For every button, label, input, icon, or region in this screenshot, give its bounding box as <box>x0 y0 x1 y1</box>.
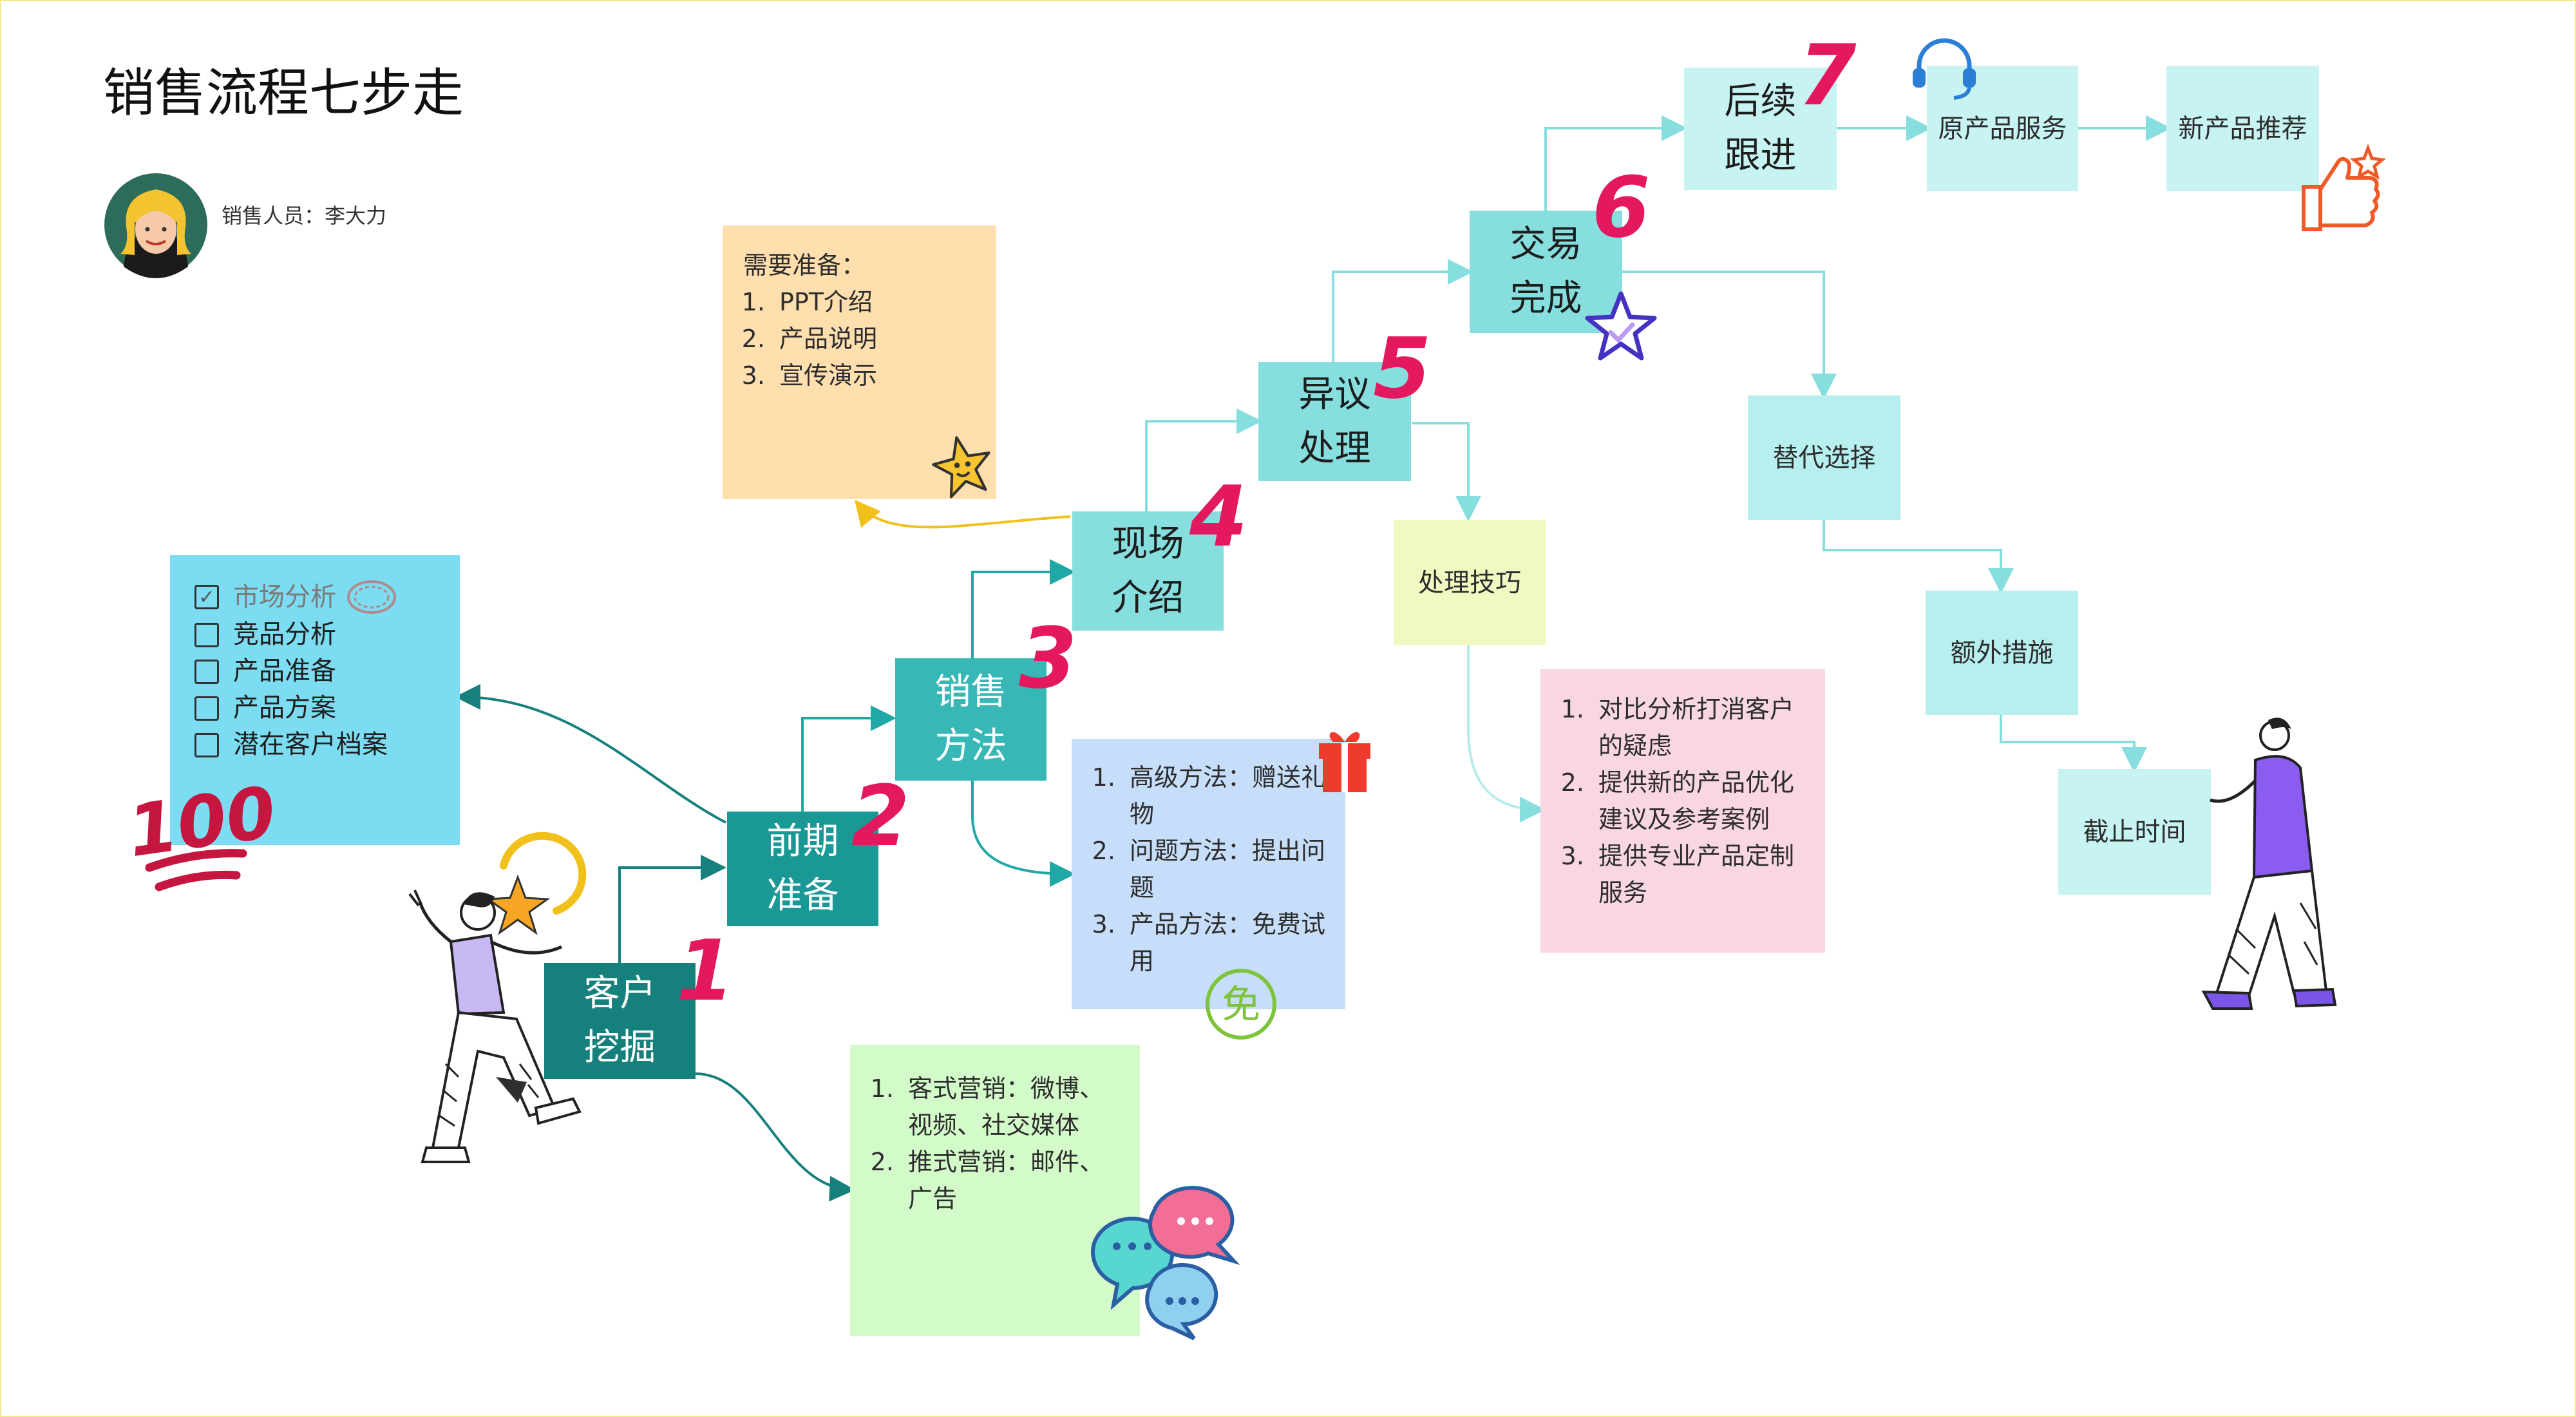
checkbox-checked-icon[interactable]: ✓ <box>194 585 219 609</box>
step-number: 2 <box>851 767 910 865</box>
marketing-item: 客式营销：微博、视频、社交媒体 <box>902 1070 1122 1144</box>
node-deadline[interactable]: 截止时间 <box>2058 769 2211 895</box>
hundred-points-sticker: 100 <box>123 771 281 891</box>
chat-bubbles-icon <box>1091 1186 1240 1340</box>
step-follow-up[interactable]: 后续 跟进 <box>1684 68 1837 190</box>
objection-note: 对比分析打消客户的疑虑 提供新的产品优化建议及参考案例 提供专业产品定制服务 <box>1540 669 1825 953</box>
link-step6-alternative <box>1621 271 1837 399</box>
step-deal-closing[interactable]: 交易 完成 <box>1470 211 1622 333</box>
prep-item: PPT介绍 <box>773 284 996 321</box>
marketing-note: 客式营销：微博、视频、社交媒体 推式营销：邮件、广告 <box>850 1045 1140 1336</box>
step-onsite-presentation[interactable]: 现场 介绍 <box>1072 511 1224 631</box>
step-sales-method[interactable]: 销售 方法 <box>895 658 1046 781</box>
checkbox-icon[interactable] <box>194 732 219 757</box>
prep-item: 产品说明 <box>773 321 996 357</box>
prep-note: 需要准备： PPT介绍 产品说明 宣传演示 <box>723 225 996 499</box>
method-item: 高级方法：赠送礼物 <box>1123 759 1327 833</box>
link-step3-step4 <box>971 559 1075 658</box>
step-number: 5 <box>1373 319 1432 417</box>
method-item: 产品方法：免费试用 <box>1123 906 1327 980</box>
prep-item: 宣传演示 <box>773 357 996 394</box>
node-alternative-choice[interactable]: 替代选择 <box>1748 395 1900 520</box>
step-preparation[interactable]: 前期 准备 <box>727 812 878 926</box>
checkbox-icon[interactable] <box>194 659 219 684</box>
node-new-product[interactable]: 新产品推荐 <box>2166 66 2319 191</box>
link-step2-checklist <box>455 684 726 824</box>
checklist-item-product-prep[interactable]: 产品准备 <box>194 653 398 690</box>
step-objection-handling[interactable]: 异议 处理 <box>1258 362 1411 481</box>
gift-icon <box>1319 732 1370 792</box>
link-step2-step3 <box>801 705 896 813</box>
node-original-service[interactable]: 原产品服务 <box>1927 66 2078 191</box>
node-handling-skill[interactable]: 处理技巧 <box>1394 520 1546 645</box>
step-number: 6 <box>1592 158 1651 256</box>
step-number: 7 <box>1798 26 1857 124</box>
free-badge-icon: 免 <box>1206 969 1276 1040</box>
link-alternative-extra <box>1823 520 2014 594</box>
headset-icon <box>1913 38 1976 100</box>
step-number: 4 <box>1189 468 1248 566</box>
link-step1-marketing <box>695 1072 855 1202</box>
star-check-icon <box>1585 291 1657 361</box>
marketing-item: 推式营销：邮件、广告 <box>902 1144 1122 1217</box>
link-step5-step6 <box>1332 259 1473 362</box>
stamp-icon <box>347 580 396 614</box>
link-step4-step5 <box>1145 408 1262 512</box>
link-step4-prep <box>854 499 1071 529</box>
checkbox-icon[interactable] <box>194 696 219 721</box>
checklist-item-competitor-analysis[interactable]: 竞品分析 <box>194 616 398 653</box>
checklist-item-product-plan[interactable]: 产品方案 <box>194 690 398 727</box>
link-step5-handling <box>1412 422 1481 522</box>
node-extra-measures[interactable]: 额外措施 <box>1926 591 2078 715</box>
step-number: 3 <box>1019 609 1077 707</box>
thumbs-up-icon <box>2302 143 2387 231</box>
checkbox-icon[interactable] <box>194 622 219 647</box>
avatar <box>104 173 207 278</box>
step-number: 1 <box>676 922 735 1020</box>
page-title: 销售流程七步走 <box>103 63 464 123</box>
checklist: ✓ 市场分析 竞品分析 产品准备 产品方案 潜在客户档案 <box>194 578 398 763</box>
step-customer-discovery[interactable]: 客户 挖掘 <box>544 963 696 1079</box>
objection-item: 提供专业产品定制服务 <box>1592 838 1808 911</box>
svg-text:免: 免 <box>1222 982 1260 1027</box>
link-handling-objection <box>1467 645 1546 823</box>
link-step6-step7 <box>1544 115 1687 211</box>
method-item: 问题方法：提出问题 <box>1123 833 1327 906</box>
smiling-star-sticker <box>932 436 990 499</box>
walking-person-illustration <box>2201 718 2337 1010</box>
salesperson-label: 销售人员：李大力 <box>222 204 387 228</box>
checklist-item-market-analysis[interactable]: ✓ 市场分析 <box>194 578 398 616</box>
objection-item: 提供新的产品优化建议及参考案例 <box>1592 765 1808 838</box>
dancing-man-illustration <box>408 832 587 1163</box>
link-extra-deadline <box>2000 715 2147 773</box>
methods-note: 高级方法：赠送礼物 问题方法：提出问题 产品方法：免费试用 <box>1072 739 1345 1009</box>
checklist-item-prospect-files[interactable]: 潜在客户档案 <box>194 727 398 763</box>
link-step1-step2 <box>618 855 726 967</box>
link-step3-methods <box>971 781 1075 887</box>
objection-item: 对比分析打消客户的疑虑 <box>1592 691 1808 765</box>
